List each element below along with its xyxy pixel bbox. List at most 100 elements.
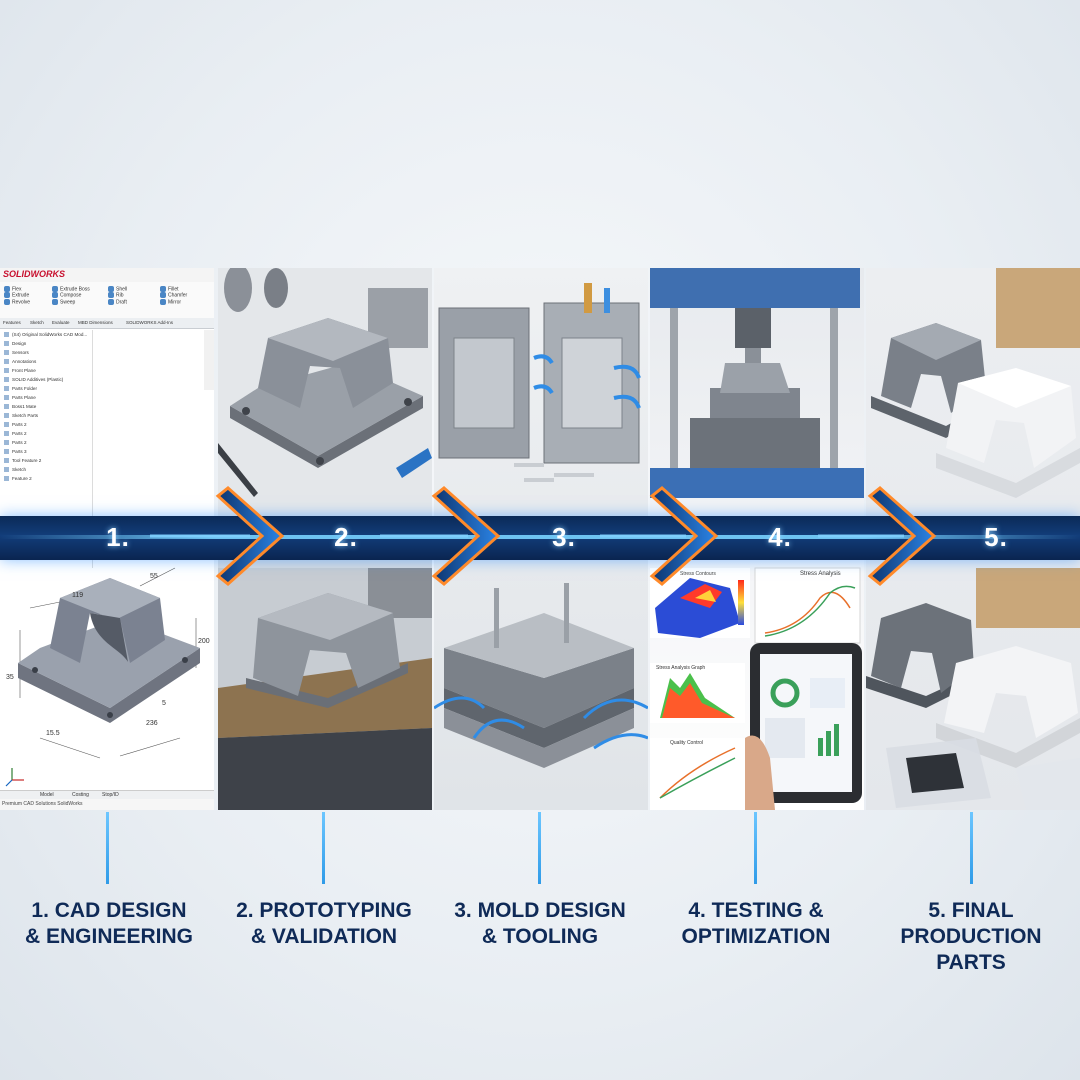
part-icon <box>4 332 9 338</box>
tool-icon <box>4 292 10 299</box>
tree-item[interactable]: SOLID Additives (Plastic) <box>4 377 63 384</box>
tool-icon <box>160 298 166 305</box>
tool-icon <box>108 292 114 299</box>
tab-stop[interactable]: Stop/ID <box>102 792 119 798</box>
tree-item[interactable]: Parts Folder <box>4 386 37 393</box>
feature-icon <box>4 431 9 437</box>
folder-icon <box>4 350 9 356</box>
connector-line <box>538 812 541 884</box>
task-pane-icons[interactable] <box>204 330 214 390</box>
folder-icon <box>4 386 9 392</box>
tab-evaluate[interactable]: Evaluate <box>52 320 70 325</box>
chart-title: Stress Contours <box>680 571 716 577</box>
step-number-1: 1. <box>106 522 130 552</box>
mold-image <box>434 283 648 768</box>
folder-icon <box>4 341 9 347</box>
tool-icon <box>160 292 166 299</box>
step-number-5: 5. <box>984 522 1008 552</box>
chart-title: Stress Analysis <box>800 571 841 577</box>
dimension-label: 55 <box>150 573 158 580</box>
solidworks-logo: SOLIDWORKS <box>3 269 65 279</box>
folder-icon <box>4 359 9 365</box>
arrow-1 <box>215 486 285 586</box>
feature-icon <box>4 440 9 446</box>
step-label-prototyping: 2. PROTOTYPING & VALIDATION <box>236 899 412 948</box>
connector-line <box>754 812 757 884</box>
sketch-icon <box>4 467 9 473</box>
connector-line <box>322 812 325 884</box>
step-number-2: 2. <box>334 522 358 552</box>
plane-icon <box>4 368 9 374</box>
ribbon-group[interactable]: Flex Extrude Revolve <box>4 286 30 305</box>
tab-addins[interactable]: SOLIDWORKS Add-Ins <box>126 320 174 325</box>
tree-item[interactable]: Parts 2 <box>4 431 27 438</box>
tree-item[interactable]: Feature 2 <box>4 476 32 483</box>
tab-costing[interactable]: Costing <box>72 792 89 798</box>
arrow-3 <box>649 486 719 586</box>
cad-status-bar: Premium CAD Solutions SolidWorks <box>0 799 214 810</box>
tree-item[interactable]: Sketch <box>4 467 26 474</box>
tree-item[interactable]: Boss1 Mate <box>4 404 36 411</box>
ribbon-group[interactable]: Shell Rib Draft <box>108 286 127 305</box>
feature-icon <box>4 422 9 428</box>
dimension-label: 35 <box>6 674 14 681</box>
cad-command-tabs: Features Sketch Evaluate MBD Dimensions … <box>0 318 214 329</box>
dimension-label: 236 <box>146 720 158 727</box>
tree-item[interactable]: Parts 3 <box>4 449 27 456</box>
step-label-mold-design: 3. MOLD DESIGN & TOOLING <box>454 899 626 948</box>
step-number-3: 3. <box>552 522 576 552</box>
tree-item[interactable]: Sensors <box>4 350 29 357</box>
tab-sketch[interactable]: Sketch <box>30 320 44 325</box>
feature-icon <box>4 449 9 455</box>
material-icon <box>4 377 9 383</box>
connector-line <box>106 812 109 884</box>
ribbon-group[interactable]: Extrude Boss Compose Sweep <box>52 286 90 305</box>
tree-item[interactable]: Parts 2 <box>4 422 27 429</box>
feature-icon <box>4 476 9 482</box>
prototype-image <box>218 268 432 810</box>
cad-bottom-tabs: Model Costing Stop/ID <box>0 790 214 800</box>
tree-root[interactable]: (S4) Original SolidWorks CAD Mod... <box>4 332 87 339</box>
final-parts-image <box>866 268 1080 810</box>
tool-icon <box>52 298 58 305</box>
tree-item[interactable]: Front Plane <box>4 368 36 375</box>
step-number-4: 4. <box>768 522 792 552</box>
tree-item[interactable]: Parts 2 <box>4 440 27 447</box>
step-label-testing: 4. TESTING & OPTIMIZATION <box>681 899 831 948</box>
tree-item[interactable]: Design <box>4 341 26 348</box>
tree-item[interactable]: Sketch Parts <box>4 413 38 420</box>
step-label-final-production: 5. FINAL PRODUCTION PARTS <box>900 899 1042 974</box>
dimension-label: 119 <box>72 592 84 599</box>
arrow-4 <box>867 486 937 586</box>
dimension-label: 200 <box>198 638 210 645</box>
tree-item[interactable]: Tool Feature 2 <box>4 458 41 465</box>
tree-item[interactable]: Annotations <box>4 359 36 366</box>
tool-icon <box>160 286 166 292</box>
tree-item[interactable]: Parts Plane <box>4 395 36 402</box>
tool-icon <box>108 298 114 305</box>
tab-model[interactable]: Model <box>40 792 54 798</box>
arrow-2 <box>431 486 501 586</box>
plane-icon <box>4 395 9 401</box>
band-glow-line <box>0 535 1080 539</box>
sketch-icon <box>4 413 9 419</box>
tool-icon <box>52 292 58 299</box>
ribbon-group[interactable]: Fillet Chamfer Mirror <box>160 286 187 305</box>
flow-arrows <box>150 486 937 586</box>
step-label-cad-design: 1. CAD DESIGN & ENGINEERING <box>24 899 194 948</box>
dimension-label: 15.5 <box>46 730 60 737</box>
connector-line <box>970 812 973 884</box>
test-machine-image <box>650 268 864 810</box>
tab-features[interactable]: Features <box>3 320 21 325</box>
chart-title: Stress Analysis Graph <box>656 665 706 671</box>
tab-mbd[interactable]: MBD Dimensions <box>78 320 113 325</box>
tool-icon <box>4 298 10 305</box>
feature-icon <box>4 404 9 410</box>
feature-icon <box>4 458 9 464</box>
tool-icon <box>52 286 58 292</box>
tool-icon <box>108 286 114 292</box>
tool-icon <box>4 286 10 292</box>
dimension-label: 5 <box>162 700 166 707</box>
cad-model-view[interactable] <box>0 268 214 810</box>
chart-title: Quality Control <box>670 740 704 746</box>
